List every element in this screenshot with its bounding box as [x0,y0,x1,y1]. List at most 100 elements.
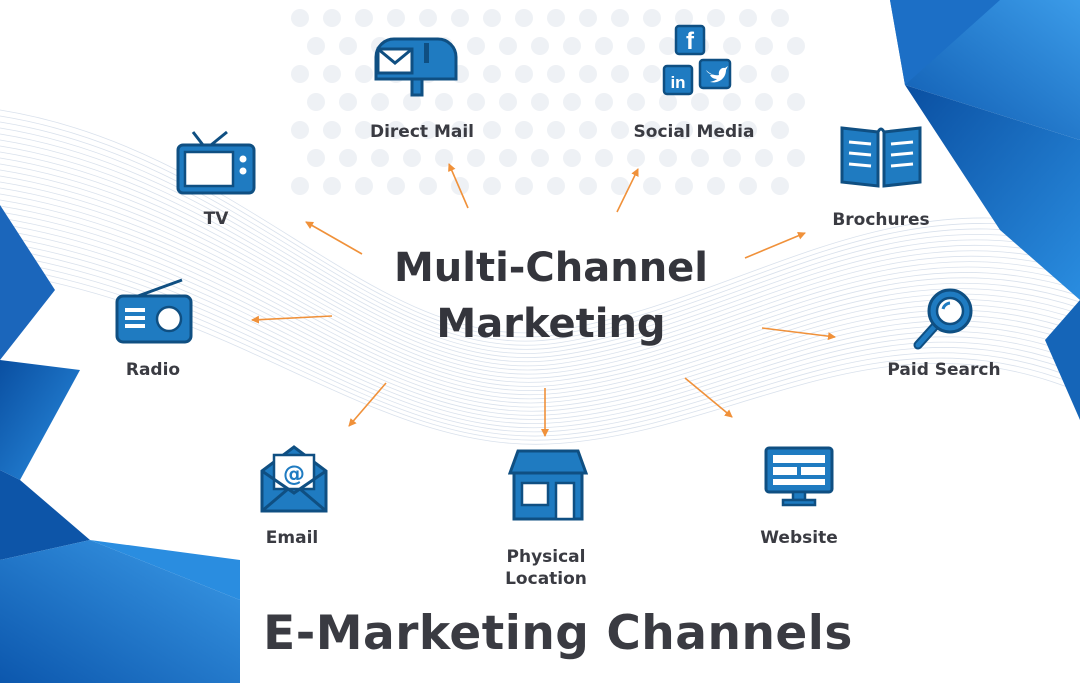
hex-dot [483,9,501,27]
hex-dot [771,177,789,195]
wave-line [0,145,1080,358]
hex-dot [339,93,357,111]
hex-dot [499,149,517,167]
hex-dot [515,9,533,27]
hex-dot [627,149,645,167]
hex-dot [371,149,389,167]
hex-dot [707,9,725,27]
hex-dot [451,9,469,27]
arrow-to-social-media [616,168,639,213]
hex-dot [579,177,597,195]
wave-line [0,211,1080,404]
hex-dot [611,65,629,83]
hex-dot [787,93,805,111]
hex-dot [611,9,629,27]
hex-dot [739,65,757,83]
arrow-to-tv [305,221,363,255]
arrow-to-brochures [744,232,806,259]
hex-dot [659,149,677,167]
hex-dot [659,37,677,55]
wave-line [0,247,1080,429]
wave-line [0,127,1080,346]
hex-dot [483,121,501,139]
hex-dot [547,121,565,139]
hex-dot [675,121,693,139]
arrow-to-email [348,382,387,427]
arrow-to-paid-search [761,327,836,341]
hex-dot [771,9,789,27]
hex-dot [387,9,405,27]
wave-line [0,259,1080,437]
hex-dot [339,149,357,167]
hex-dot [467,93,485,111]
hex-dot [723,93,741,111]
wave-line [0,181,1080,383]
svg-text:@: @ [283,462,305,487]
label-physical-location: Physical Location [505,546,587,590]
corner-shape-right [1045,300,1080,420]
hex-dot [579,65,597,83]
hex-dot [547,65,565,83]
wave-line [0,175,1080,379]
hex-dot [627,93,645,111]
hex-dot [515,121,533,139]
hex-dot [419,9,437,27]
hex-dot [483,65,501,83]
brochure-icon [838,120,924,190]
label-social-media: Social Media [633,122,755,142]
arrow-to-radio [251,315,333,324]
hex-dot [355,121,373,139]
hex-dot [403,149,421,167]
hex-dot [707,177,725,195]
svg-text:f: f [686,28,695,55]
hex-dot [643,121,661,139]
label-website: Website [760,528,838,548]
arrow-to-direct-mail [448,163,469,209]
magnifier-icon [912,285,978,351]
hex-dot [323,9,341,27]
tv-icon [175,129,257,197]
arrow-to-website [684,377,733,418]
label-direct-mail: Direct Mail [369,122,475,142]
wave-line [0,151,1080,363]
hex-dot [563,93,581,111]
hex-dot [675,9,693,27]
hex-dot [771,121,789,139]
hex-dot [435,93,453,111]
hex-dot [547,9,565,27]
hex-dot [515,65,533,83]
hex-dot [291,121,309,139]
hex-dot [419,121,437,139]
hex-dot [707,121,725,139]
wave-line [0,229,1080,416]
wave-line [0,217,1080,408]
hex-dot [611,121,629,139]
hex-dot [691,93,709,111]
hex-dot [483,177,501,195]
hex-dot [691,149,709,167]
hex-dot [323,65,341,83]
wave-line [0,133,1080,350]
label-paid-search: Paid Search [887,360,1001,380]
hex-dot [467,37,485,55]
corner-shape-left [0,205,240,683]
hex-dot [291,9,309,27]
wave-line [0,271,1080,445]
hex-dot [643,65,661,83]
hex-dot [355,177,373,195]
hex-dot [307,37,325,55]
hex-dot [643,9,661,27]
footer-title: E-Marketing Channels [263,606,853,661]
wave-line [0,223,1080,412]
label-radio: Radio [125,360,181,380]
label-email: Email [265,528,319,548]
hex-dot [787,37,805,55]
wave-line [0,163,1080,371]
wave-line [0,235,1080,420]
hex-dot [419,177,437,195]
hex-dot [739,9,757,27]
hex-dot [579,121,597,139]
hex-dot [387,121,405,139]
